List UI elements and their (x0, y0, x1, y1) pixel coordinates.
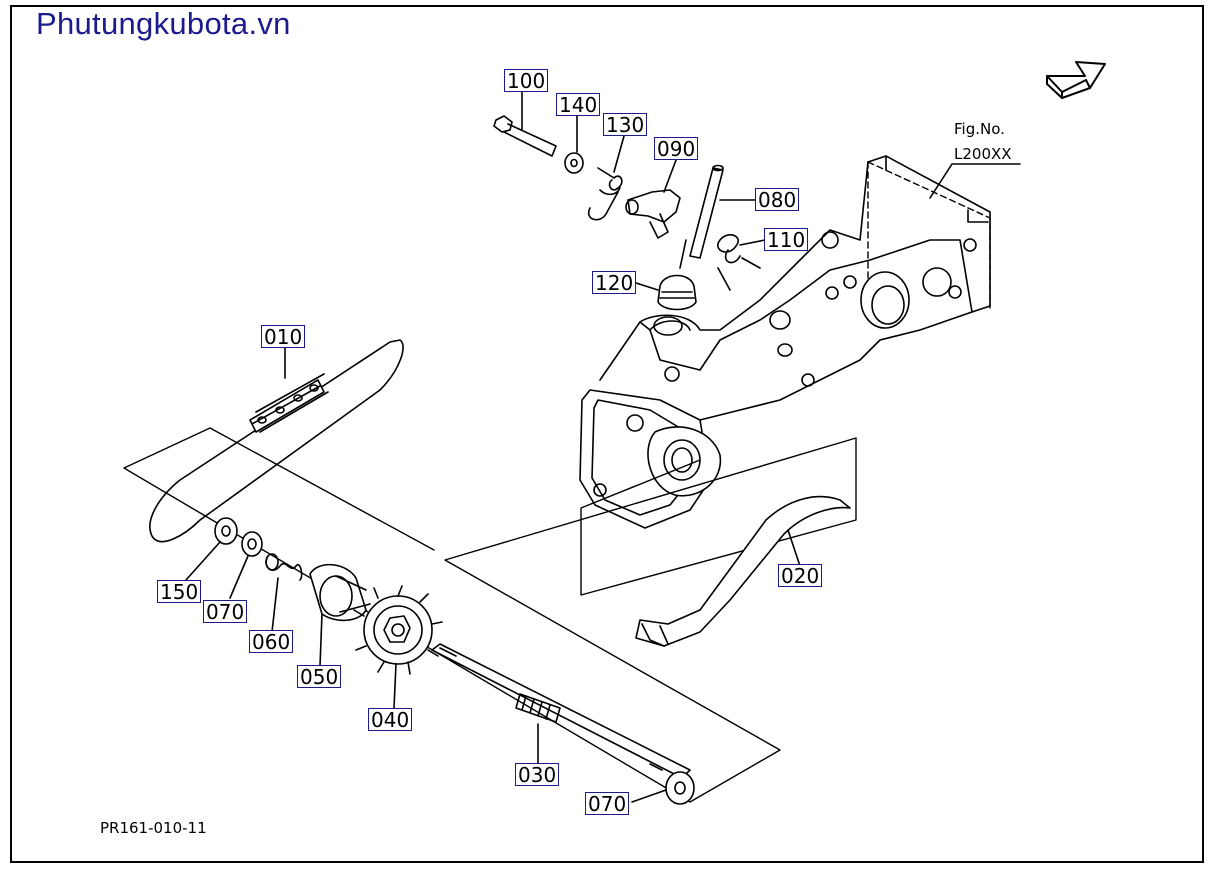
part-label-020[interactable]: 020 (778, 564, 823, 588)
part-label-140[interactable]: 140 (556, 93, 601, 117)
leader-040 (393, 663, 397, 709)
sprocket-040 (353, 585, 443, 675)
leader-130 (613, 135, 625, 173)
part-label-130[interactable]: 130 (603, 113, 648, 137)
site-title: Phutungkubota.vn (36, 6, 291, 41)
gear-case (579, 155, 991, 529)
leader-120 (635, 239, 687, 291)
figure-label: Fig.No. (954, 120, 1005, 138)
part-label-070-lower[interactable]: 070 (585, 792, 630, 816)
washer-150 (214, 517, 238, 545)
leader-060 (271, 577, 279, 633)
boot-120 (657, 274, 697, 311)
leader-110 (739, 239, 766, 246)
washer-070b (665, 771, 695, 805)
part-label-060[interactable]: 060 (249, 630, 294, 654)
washer-140 (564, 152, 584, 174)
part-label-080[interactable]: 080 (755, 188, 800, 212)
part-label-070-upper[interactable]: 070 (203, 600, 248, 624)
figno-leader (929, 163, 1021, 199)
spring-130 (587, 167, 623, 221)
bolt-100 (493, 115, 557, 157)
washer-070a (241, 531, 263, 557)
part-label-010[interactable]: 010 (261, 325, 306, 349)
spring-060 (265, 553, 303, 581)
figure-number: L200XX (954, 145, 1012, 163)
part-label-120[interactable]: 120 (592, 271, 637, 295)
diagram-frame (10, 5, 1204, 863)
assembly-outline (123, 427, 857, 803)
leader-090 (663, 159, 677, 193)
part-label-090[interactable]: 090 (654, 137, 699, 161)
chain-010 (149, 339, 404, 543)
part-label-100[interactable]: 100 (504, 69, 549, 93)
lever-090 (625, 189, 681, 239)
part-label-040[interactable]: 040 (368, 708, 413, 732)
part-label-110[interactable]: 110 (764, 228, 809, 252)
reference-code: PR161-010-11 (100, 819, 207, 837)
leader-070b (631, 789, 667, 803)
arrow-icon (1046, 61, 1106, 99)
spring-110 (717, 234, 761, 291)
part-label-050[interactable]: 050 (297, 665, 342, 689)
leader-070a (229, 555, 249, 599)
clutch-050 (309, 563, 371, 622)
bracket-020 (635, 495, 851, 647)
leader-150 (185, 541, 221, 581)
pin-080 (689, 164, 724, 259)
part-label-030[interactable]: 030 (515, 763, 560, 787)
leader-050 (319, 613, 323, 667)
part-label-150[interactable]: 150 (157, 580, 202, 604)
shaft-030 (431, 643, 691, 779)
leader-020 (787, 529, 801, 567)
